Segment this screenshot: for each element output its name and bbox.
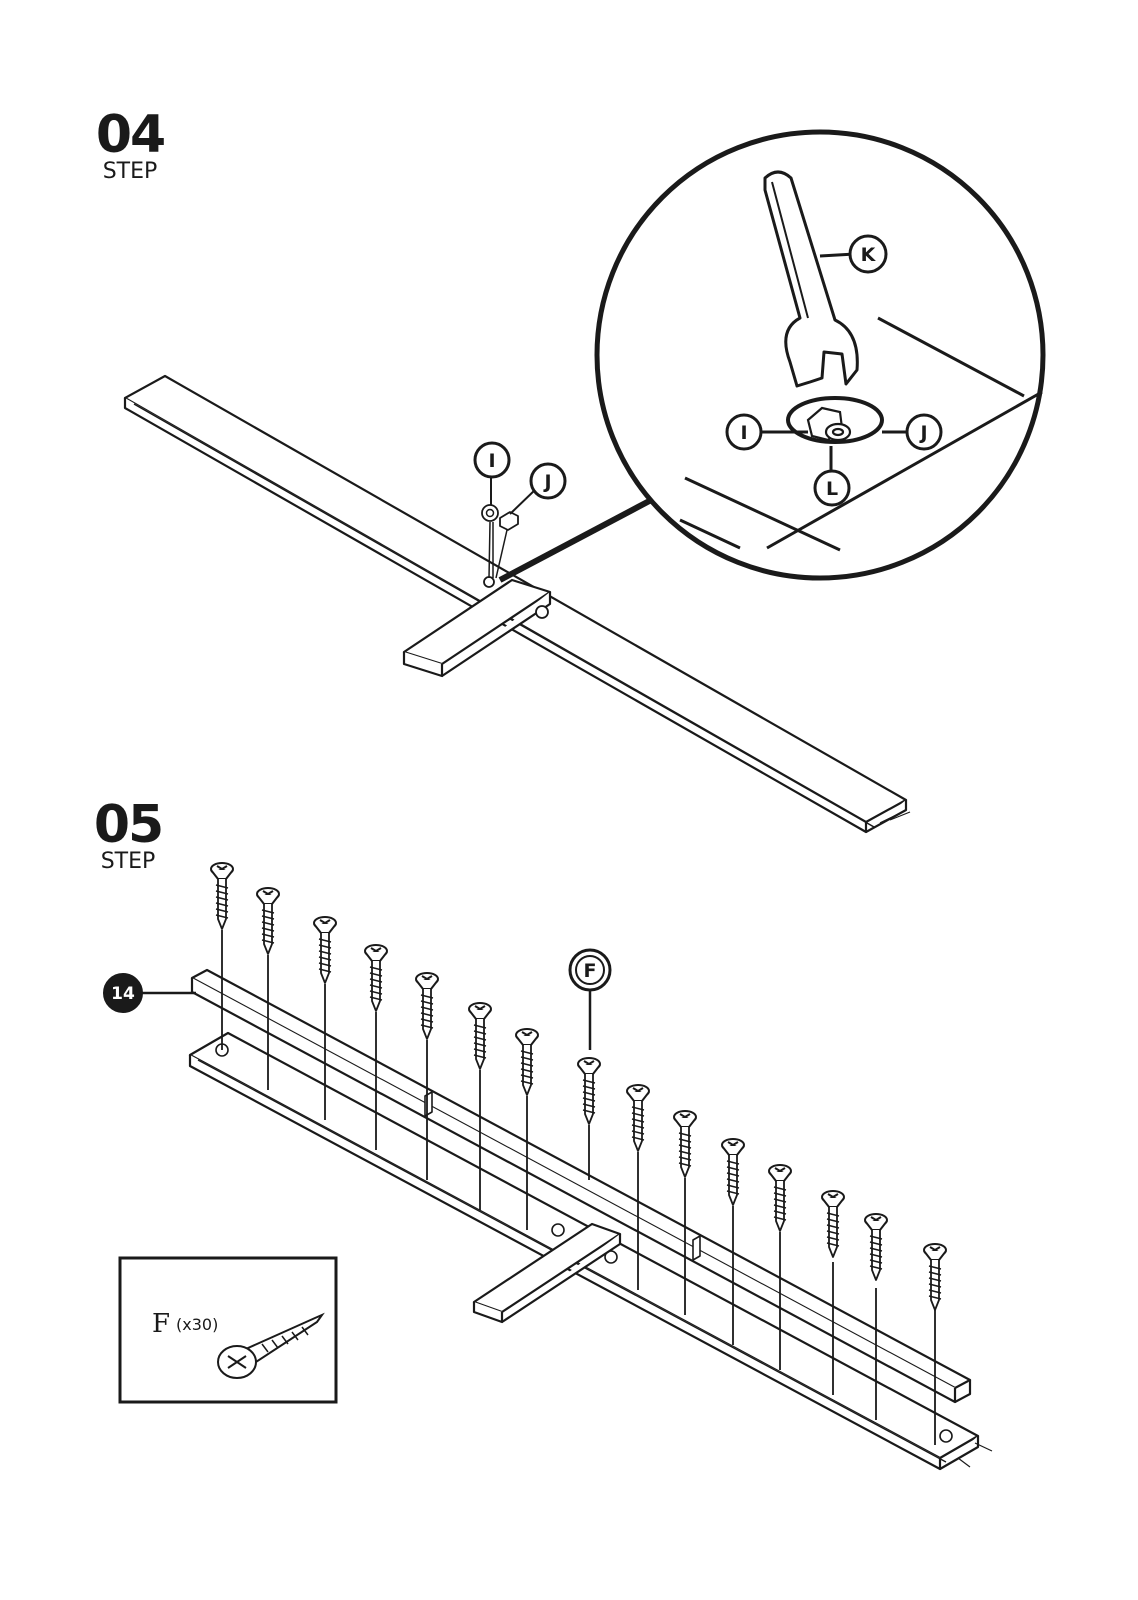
screw-icon bbox=[515, 1028, 539, 1096]
step-05-assembly: F 14 bbox=[103, 862, 993, 1471]
screw-icon bbox=[210, 862, 234, 930]
wrench-icon bbox=[763, 170, 859, 388]
svg-text:I: I bbox=[740, 422, 747, 444]
cross-block bbox=[472, 1222, 622, 1324]
screw-icon bbox=[577, 1057, 601, 1125]
step-04-assembly: I J bbox=[123, 374, 911, 834]
step-number: 04 bbox=[95, 105, 166, 165]
callout-nut: I bbox=[473, 441, 511, 479]
screw-icon bbox=[673, 1110, 697, 1178]
screw-icon bbox=[313, 916, 337, 984]
legend-quantity: (x30) bbox=[176, 1315, 218, 1334]
screw-icon bbox=[217, 1312, 325, 1379]
cross-block bbox=[402, 578, 552, 678]
step-label: STEP bbox=[100, 849, 156, 874]
callout-detail-washer: J bbox=[905, 413, 943, 451]
legend-letter: F bbox=[152, 1309, 170, 1339]
bolt-hole bbox=[483, 576, 495, 588]
svg-text:J: J bbox=[918, 422, 927, 444]
hardware-legend: F (x30) bbox=[118, 1256, 338, 1404]
washer-icon bbox=[499, 511, 519, 531]
screw-icon bbox=[923, 1243, 947, 1311]
callout-bolt: L bbox=[813, 469, 851, 507]
detail-magnifier: K I J L bbox=[594, 129, 1046, 581]
callout-wrench: K bbox=[848, 234, 888, 274]
screw-row bbox=[210, 862, 947, 1445]
callout-detail-nut: I bbox=[725, 413, 763, 451]
screw-icon bbox=[864, 1213, 888, 1281]
detail-leader bbox=[498, 495, 657, 583]
step-04-heading: 04 STEP bbox=[94, 105, 166, 184]
callout-part-14: 14 bbox=[103, 973, 143, 1013]
nut-icon bbox=[481, 504, 499, 522]
step-05-heading: 05 STEP bbox=[92, 795, 164, 874]
screw-icon bbox=[468, 1002, 492, 1070]
svg-text:14: 14 bbox=[111, 984, 135, 1004]
bolt-hole bbox=[939, 1429, 953, 1443]
step-number: 05 bbox=[93, 795, 164, 855]
callout-washer: J bbox=[529, 462, 567, 500]
svg-text:I: I bbox=[488, 450, 495, 472]
screw-icon bbox=[364, 944, 388, 1012]
bolt-hole bbox=[535, 605, 549, 619]
screw-icon bbox=[768, 1164, 792, 1232]
screw-icon bbox=[721, 1138, 745, 1206]
svg-text:K: K bbox=[861, 244, 877, 266]
screw-icon bbox=[415, 972, 439, 1040]
screw-icon bbox=[821, 1190, 845, 1258]
step-label: STEP bbox=[102, 159, 158, 184]
svg-text:F: F bbox=[584, 960, 597, 982]
callout-screw: F bbox=[568, 948, 612, 992]
svg-text:L: L bbox=[826, 478, 838, 500]
bolt-hole bbox=[551, 1223, 565, 1237]
screw-icon bbox=[256, 887, 280, 955]
screw-icon bbox=[626, 1084, 650, 1152]
bolt-icon bbox=[806, 406, 852, 442]
svg-text:J: J bbox=[542, 471, 551, 493]
